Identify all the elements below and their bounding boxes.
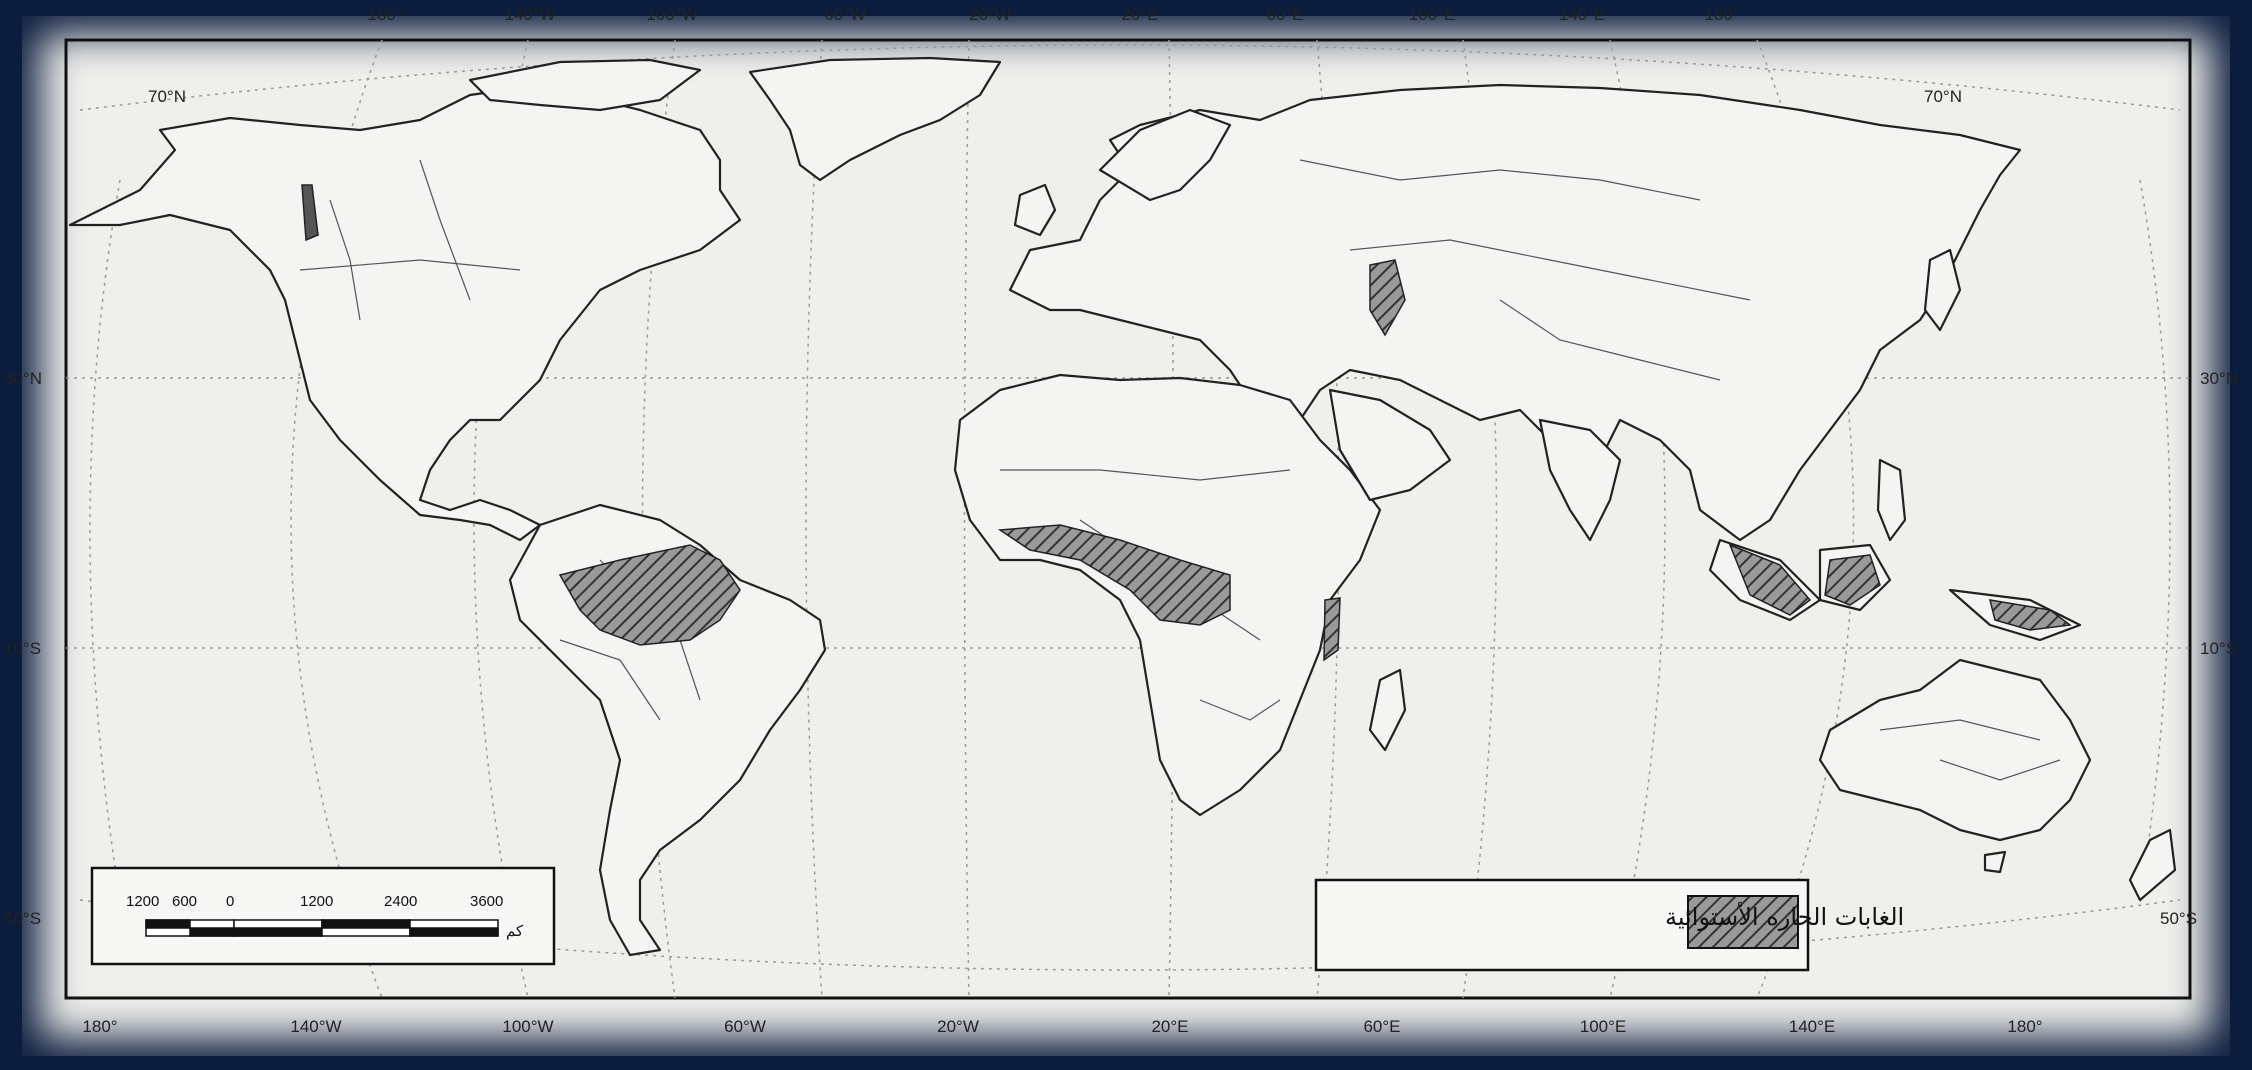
scale-bar: 1200 600 0 1200 2400 3600 كم bbox=[90, 866, 556, 966]
continents bbox=[68, 56, 2177, 957]
bottom-lon-label: 140°W bbox=[290, 1017, 341, 1036]
scale-label: 1200 bbox=[300, 893, 333, 910]
top-longitude-labels: 180° 140°W 100°W 60°W 20°W 20°E 60°E 100… bbox=[367, 5, 1739, 24]
rainforest-east-africa bbox=[1323, 597, 1341, 662]
scale-bar-box bbox=[90, 866, 556, 966]
arctic-islands bbox=[468, 58, 702, 112]
bottom-lon-label: 180° bbox=[2007, 1017, 2042, 1036]
lat-label-30n-right: 30°N bbox=[2200, 369, 2238, 388]
scale-label: 0 bbox=[226, 893, 234, 910]
madagascar bbox=[1368, 668, 1407, 752]
top-lon-label: 100°W bbox=[646, 5, 697, 24]
rainforest-borneo bbox=[1824, 554, 1881, 606]
top-lon-label: 60°W bbox=[824, 5, 866, 24]
lat-label-70n-right: 70°N bbox=[1924, 87, 1962, 106]
scale-label: 3600 bbox=[470, 893, 503, 910]
arabian-peninsula bbox=[1328, 388, 1452, 502]
scale-label: 2400 bbox=[384, 893, 417, 910]
legend-label: الغابات الحاره الأستوائية bbox=[1665, 902, 1904, 931]
british-isles bbox=[1013, 183, 1057, 237]
scale-unit: كم bbox=[506, 923, 524, 940]
scale-label: 1200 bbox=[126, 893, 159, 910]
lat-label-10s-right: 10°S bbox=[2200, 639, 2237, 658]
rainforest-southeast-asia bbox=[1728, 543, 1812, 616]
bottom-lon-label: 100°W bbox=[502, 1017, 553, 1036]
philippines bbox=[1876, 458, 1907, 542]
bottom-lon-label: 140°E bbox=[1789, 1017, 1836, 1036]
lat-label-30n-left: 30°N bbox=[4, 369, 42, 388]
lat-label-50s-right: 50°S bbox=[2160, 909, 2197, 928]
top-lon-label: 180° bbox=[367, 5, 402, 24]
bottom-lon-label: 20°W bbox=[937, 1017, 979, 1036]
latitude-labels: 70°N 70°N 30°N 30°N 10°S 10°S 50°S 50°S bbox=[4, 87, 2238, 928]
rainforest-regions bbox=[301, 184, 2072, 662]
map-border bbox=[64, 38, 2192, 1000]
bottom-lon-label: 180° bbox=[82, 1017, 117, 1036]
north-america bbox=[68, 86, 742, 542]
greenland bbox=[748, 56, 1002, 182]
scale-label: 600 bbox=[172, 893, 197, 910]
rainforest-congo bbox=[997, 524, 1231, 626]
top-lon-label: 20°W bbox=[969, 5, 1011, 24]
lat-label-50s-left: 50°S bbox=[4, 909, 41, 928]
top-lon-label: 60°E bbox=[1266, 5, 1303, 24]
rainforest-central-asia bbox=[1369, 259, 1406, 337]
bottom-lon-label: 60°W bbox=[724, 1017, 766, 1036]
bottom-lon-label: 60°E bbox=[1363, 1017, 1400, 1036]
japan bbox=[1923, 248, 1962, 332]
rainforest-amazon bbox=[558, 544, 741, 646]
indian-subcontinent bbox=[1538, 418, 1622, 542]
rainforest-pacific-nw bbox=[301, 184, 319, 242]
rainforest-new-guinea bbox=[1988, 599, 2072, 631]
top-lon-label: 20°E bbox=[1121, 5, 1158, 24]
bottom-lon-label: 20°E bbox=[1151, 1017, 1188, 1036]
top-lon-label: 140°W bbox=[504, 5, 555, 24]
top-lon-label: 140°E bbox=[1559, 5, 1606, 24]
tasmania bbox=[1983, 850, 2007, 874]
bottom-lon-label: 100°E bbox=[1580, 1017, 1627, 1036]
australia bbox=[1818, 658, 2092, 842]
scale-bar-segments bbox=[145, 919, 499, 937]
legend: الغابات الحاره الأستوائية bbox=[1314, 878, 1904, 972]
legend-swatch bbox=[1687, 895, 1799, 949]
new-zealand bbox=[2128, 828, 2177, 902]
lat-label-70n-left: 70°N bbox=[148, 87, 186, 106]
top-lon-label: 180° bbox=[1704, 5, 1739, 24]
top-lon-label: 100°E bbox=[1409, 5, 1456, 24]
scandinavia bbox=[1098, 108, 1232, 202]
bottom-longitude-labels: 180° 140°W 100°W 60°W 20°W 20°E 60°E 100… bbox=[82, 1017, 2042, 1036]
lat-label-10s-left: 10°S bbox=[4, 639, 41, 658]
